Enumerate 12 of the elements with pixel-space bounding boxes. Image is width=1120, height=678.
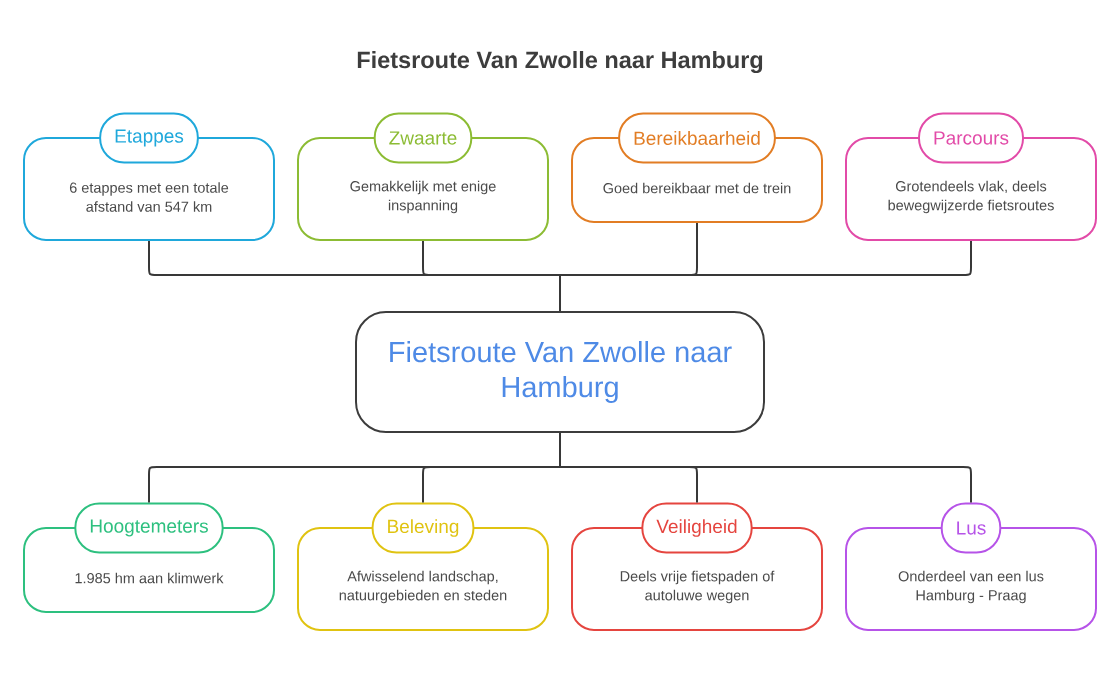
topic-box: Fietsroute Van Zwolle naar Hamburg xyxy=(355,311,765,433)
heading-pill: Bereikbaarheid xyxy=(618,112,776,164)
heading-pill: Zwaarte xyxy=(373,112,473,164)
heading-pill: Lus xyxy=(940,502,1002,554)
heading-pill: Etappes xyxy=(99,112,199,164)
heading-pill: Beleving xyxy=(371,502,475,554)
heading-pill: Parcours xyxy=(918,112,1024,164)
connector-line xyxy=(148,222,972,312)
connector-line xyxy=(148,432,972,504)
title: Fietsroute Van Zwolle naar Hamburg xyxy=(357,51,763,73)
heading-pill: Veiligheid xyxy=(641,502,753,554)
heading-pill: Hoogtemeters xyxy=(74,502,224,554)
